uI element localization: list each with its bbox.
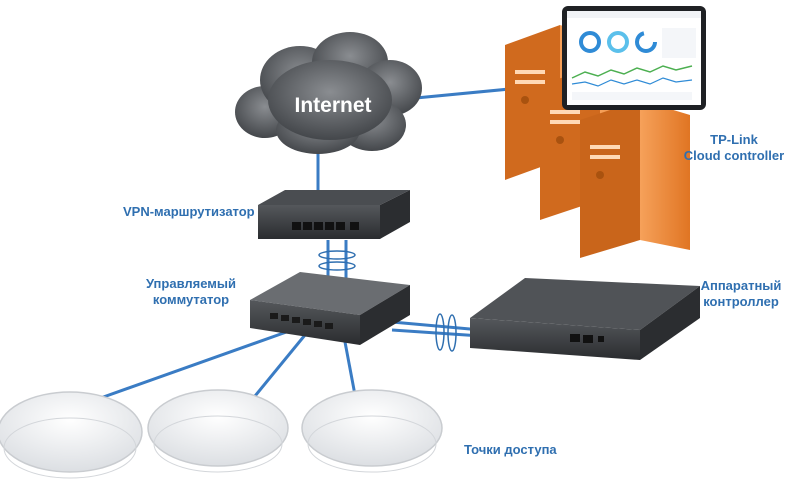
tablet-icon: [562, 6, 706, 110]
switch-icon: [250, 272, 410, 345]
cloud-controller-label: TP-Link Cloud controller: [683, 132, 785, 163]
lag-ring-switch-controller-1: [435, 313, 445, 351]
access-points-label: Точки доступа: [464, 442, 557, 457]
lag-ring-router-switch-1: [318, 250, 356, 260]
cloud-icon: Internet: [235, 32, 422, 154]
link-switch-ap2: [253, 334, 307, 397]
vpn-router-label: VPN-маршрутизатор: [123, 204, 255, 219]
link-switch-ap3: [343, 341, 357, 396]
internet-label: Internet: [294, 94, 371, 117]
access-point-1: [0, 391, 143, 473]
lag-ring-router-switch-2: [318, 261, 356, 271]
hw-controller-label: Аппаратный контроллер: [700, 278, 782, 309]
link-aggregation-rings: [318, 250, 457, 352]
lag-ring-switch-controller-2: [447, 314, 457, 352]
access-point-2: [147, 389, 289, 467]
controller-icon: [470, 278, 700, 360]
managed-switch-label: Управляемый коммутатор: [145, 276, 237, 307]
access-point-icon: [0, 389, 443, 479]
access-point-3: [301, 389, 443, 467]
link-switch-ap1: [94, 328, 293, 402]
router-icon: [258, 190, 410, 239]
